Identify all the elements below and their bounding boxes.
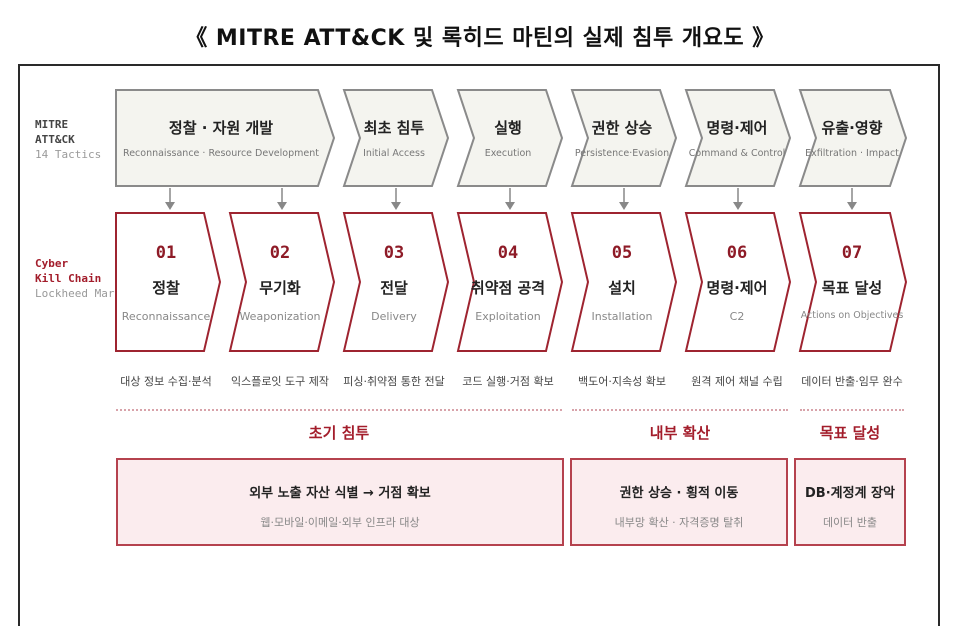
- step-title: 정찰: [152, 279, 180, 297]
- tactic-title: 정찰 · 자원 개발: [168, 119, 274, 137]
- step-title: 무기화: [259, 279, 301, 297]
- page-title: 《 MITRE ATT&CK 및 록히드 마틴의 실제 침투 개요도 》: [185, 26, 775, 51]
- tactic-exfiltration: 유출·영향 Exfiltration · Impact: [800, 117, 904, 159]
- step-04: 04 취약점 공격 Exploitation: [458, 243, 558, 323]
- diagram-canvas: [115, 89, 908, 352]
- phase-label-initial: 초기 침투: [308, 424, 370, 442]
- step-05: 05 설치 Installation: [572, 243, 672, 323]
- step-title: 명령·제어: [706, 279, 768, 297]
- step-desc-06: 원격 제어 채널 수립: [691, 375, 783, 388]
- connector-arrowhead: [391, 202, 401, 210]
- tactic-sub: Command & Control: [688, 148, 786, 159]
- step-desc-02: 익스플로잇 도구 제작: [230, 375, 330, 388]
- mitre-label-line1: MITRE: [35, 118, 69, 131]
- tactic-title: 유출·영향: [821, 119, 883, 137]
- tactic-title: 최초 침투: [363, 119, 425, 137]
- mitre-row-label: MITRE ATT&CK 14 Tactics: [35, 117, 115, 162]
- phase-divider-internal: [572, 409, 788, 411]
- step-chevron: [342, 212, 450, 352]
- step-desc-05: 백도어·지속성 확보: [578, 375, 666, 388]
- tactic-sub: Execution: [484, 148, 532, 159]
- phase-divider-initial: [116, 409, 562, 411]
- step-title: 취약점 공격: [470, 279, 546, 297]
- step-sub: C2: [729, 310, 745, 323]
- tactic-sub: Reconnaissance · Resource Development: [123, 148, 319, 159]
- tactic-sub: Exfiltration · Impact: [805, 148, 899, 159]
- step-title: 목표 달성: [821, 279, 883, 297]
- tactic-privilege: 권한 상승 Persistence·Evasion: [572, 117, 672, 159]
- phase-label-internal: 내부 확산: [649, 424, 711, 442]
- tactic-initial-access: 최초 침투 Initial Access: [344, 117, 444, 159]
- step-number: 02: [269, 243, 291, 263]
- phase-box-internal: 권한 상승 · 횡적 이동 내부망 확산 · 자격증명 탈취: [570, 458, 788, 546]
- step-03: 03 전달 Delivery: [344, 243, 444, 323]
- step-sub: Weaponization: [239, 310, 321, 323]
- phase-sub: 내부망 확산 · 자격증명 탈취: [614, 516, 744, 529]
- tactic-title: 실행: [494, 119, 522, 137]
- step-chevron: [456, 212, 564, 352]
- tactic-execution: 실행 Execution: [458, 117, 558, 159]
- tactic-chevron: [115, 89, 336, 187]
- tactic-sub: Initial Access: [363, 148, 425, 159]
- step-chevron: [570, 212, 678, 352]
- step-06: 06 명령·제어 C2: [686, 243, 788, 323]
- killchain-row-label: Cyber Kill Chain Lockheed Martin: [35, 256, 115, 301]
- step-sub: Reconnaissance: [121, 310, 211, 323]
- connector-arrowhead: [277, 202, 287, 210]
- phase-sub: 웹·모바일·이메일·외부 인프라 대상: [260, 516, 420, 529]
- phase-box-objective: DB·계정계 장악 데이터 반출: [794, 458, 906, 546]
- step-title: 설치: [608, 279, 636, 297]
- step-chevron: [228, 212, 336, 352]
- step-sub: Exploitation: [475, 310, 541, 323]
- step-number: 03: [383, 243, 405, 263]
- step-desc-07: 데이터 반출·임무 완수: [801, 375, 903, 388]
- step-desc-01: 대상 정보 수집·분석: [120, 375, 212, 388]
- phase-divider-objective: [800, 409, 904, 411]
- connector-arrowhead: [733, 202, 743, 210]
- phase-title: DB·계정계 장악: [805, 486, 895, 501]
- step-sub: Actions on Objectives: [800, 310, 904, 321]
- step-number: 05: [611, 243, 633, 263]
- tactic-chevron: [798, 89, 908, 187]
- step-title: 전달: [380, 279, 408, 297]
- step-number: 04: [497, 243, 519, 263]
- tactic-chevron: [342, 89, 450, 187]
- tactic-chevron: [570, 89, 678, 187]
- step-sub: Installation: [591, 310, 653, 323]
- step-number: 01: [155, 243, 177, 263]
- step-number: 07: [841, 243, 863, 263]
- outer-frame: [18, 64, 940, 626]
- step-chevron: [684, 212, 792, 352]
- tactic-chevron: [684, 89, 792, 187]
- tactic-chevron: [456, 89, 564, 187]
- killchain-label-line3: Lockheed Martin: [35, 287, 115, 300]
- step-02: 02 무기화 Weaponization: [230, 243, 330, 323]
- step-desc-03: 피싱·취약점 통한 전달: [343, 375, 445, 388]
- tactic-sub: Persistence·Evasion: [574, 148, 670, 159]
- killchain-label-line2: Kill Chain: [35, 272, 102, 285]
- step-sub: Delivery: [371, 310, 417, 323]
- tactic-recon: 정찰 · 자원 개발 Reconnaissance · Resource Dev…: [116, 117, 326, 159]
- connector-arrowhead: [505, 202, 515, 210]
- tactic-c2: 명령·제어 Command & Control: [686, 117, 788, 159]
- step-01: 01 정찰 Reconnaissance: [116, 243, 216, 323]
- mitre-label-line2: ATT&CK: [35, 133, 75, 146]
- phase-box-initial: 외부 노출 자산 식별 → 거점 확보 웹·모바일·이메일·외부 인프라 대상: [116, 458, 564, 546]
- phase-title: 권한 상승 · 횡적 이동: [619, 486, 739, 501]
- tactic-title: 권한 상승: [591, 119, 653, 137]
- step-number: 06: [726, 243, 748, 263]
- phase-title: 외부 노출 자산 식별 → 거점 확보: [249, 486, 431, 501]
- step-chevron: [798, 212, 908, 352]
- phase-label-objective: 목표 달성: [819, 424, 881, 442]
- step-desc-04: 코드 실행·거점 확보: [462, 375, 554, 388]
- connector-arrowhead: [165, 202, 175, 210]
- connector-arrowhead: [847, 202, 857, 210]
- step-chevron: [115, 212, 222, 352]
- mitre-label-line3: 14 Tactics: [35, 148, 102, 161]
- tactic-title: 명령·제어: [706, 119, 768, 137]
- step-07: 07 목표 달성 Actions on Objectives: [800, 243, 904, 321]
- killchain-label-line1: Cyber: [35, 257, 69, 270]
- phase-sub: 데이터 반출: [822, 516, 878, 529]
- connector-arrowhead: [619, 202, 629, 210]
